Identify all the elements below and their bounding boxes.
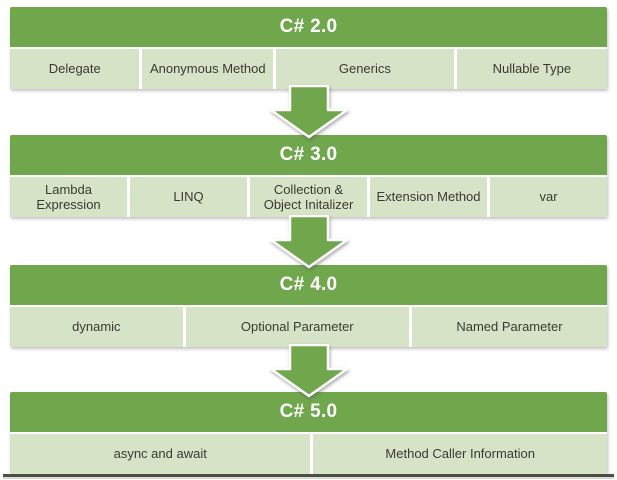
version-block-csharp-4: C# 4.0 dynamic Optional Parameter Named … bbox=[10, 265, 607, 347]
version-title: C# 5.0 bbox=[10, 392, 607, 432]
feature-cell: Delegate bbox=[10, 49, 140, 89]
version-block-csharp-3: C# 3.0 Lambda Expression LINQ Collection… bbox=[10, 135, 607, 217]
bottom-border-bar bbox=[3, 474, 614, 477]
version-block-csharp-2: C# 2.0 Delegate Anonymous Method Generic… bbox=[10, 7, 607, 89]
feature-cell: Lambda Expression bbox=[10, 177, 127, 217]
feature-cell: Collection & Object Initalizer bbox=[250, 177, 367, 217]
feature-cell: Anonymous Method bbox=[142, 49, 274, 89]
version-title: C# 3.0 bbox=[10, 135, 607, 175]
down-arrow-icon bbox=[269, 344, 349, 398]
feature-row: dynamic Optional Parameter Named Paramet… bbox=[10, 307, 607, 347]
down-arrow-icon bbox=[269, 85, 349, 139]
version-title: C# 2.0 bbox=[10, 7, 607, 47]
feature-cell: Named Parameter bbox=[411, 307, 607, 347]
feature-cell: var bbox=[490, 177, 607, 217]
bottom-border-edge bbox=[3, 477, 614, 479]
feature-cell: Method Caller Information bbox=[313, 434, 607, 474]
feature-cell: dynamic bbox=[10, 307, 183, 347]
feature-cell: Extension Method bbox=[370, 177, 487, 217]
version-title: C# 4.0 bbox=[10, 265, 607, 305]
feature-cell: Generics bbox=[276, 49, 454, 89]
feature-cell: Nullable Type bbox=[456, 49, 607, 89]
feature-cell: async and await bbox=[10, 434, 311, 474]
feature-row: async and await Method Caller Informatio… bbox=[10, 434, 607, 474]
feature-cell: Optional Parameter bbox=[185, 307, 409, 347]
down-arrow-icon bbox=[269, 215, 349, 269]
feature-row: Delegate Anonymous Method Generics Nulla… bbox=[10, 49, 607, 89]
feature-cell: LINQ bbox=[130, 177, 247, 217]
feature-row: Lambda Expression LINQ Collection & Obje… bbox=[10, 177, 607, 217]
version-block-csharp-5: C# 5.0 async and await Method Caller Inf… bbox=[10, 392, 607, 474]
